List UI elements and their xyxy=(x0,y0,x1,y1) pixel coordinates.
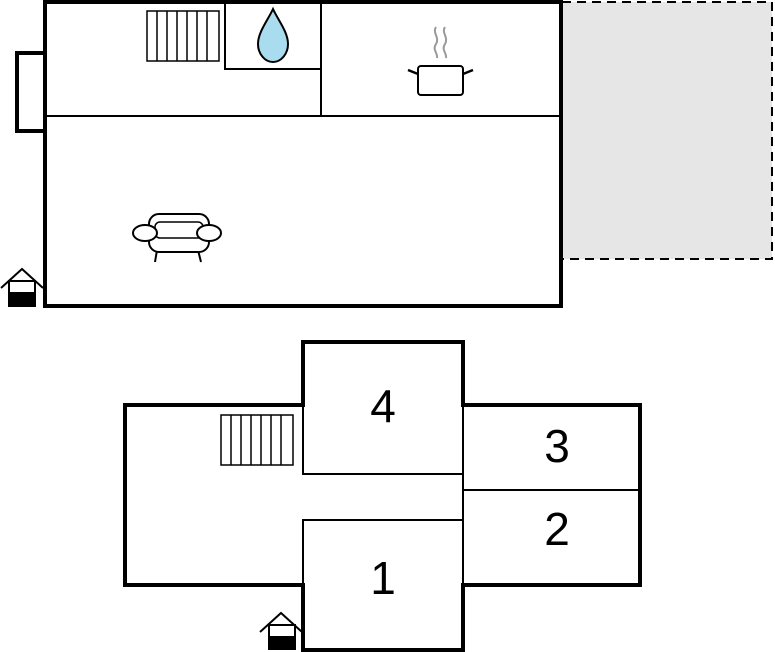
kitchen-pot-icon xyxy=(407,26,474,96)
sofa-icon xyxy=(132,213,222,263)
ground-floor-plan xyxy=(0,0,773,308)
room-number-4: 4 xyxy=(370,380,396,432)
room-1-wall xyxy=(302,519,463,585)
ground-floor-outer-wall xyxy=(43,0,563,308)
entrance-house-icon-upper xyxy=(259,611,303,650)
room-4-wall xyxy=(302,405,463,475)
terrace-area xyxy=(561,1,773,260)
stairs-icon xyxy=(146,10,220,62)
stairs-icon-upper xyxy=(220,414,294,466)
entrance-house-icon xyxy=(0,267,44,307)
room-number-1: 1 xyxy=(370,552,396,604)
side-bay-wall xyxy=(15,51,45,133)
room-number-2: 2 xyxy=(544,503,570,555)
upper-floor-plan: 4 3 2 1 xyxy=(123,340,642,652)
bathroom-walls xyxy=(224,2,321,70)
room-number-3: 3 xyxy=(544,420,570,472)
water-drop-icon xyxy=(256,6,290,64)
